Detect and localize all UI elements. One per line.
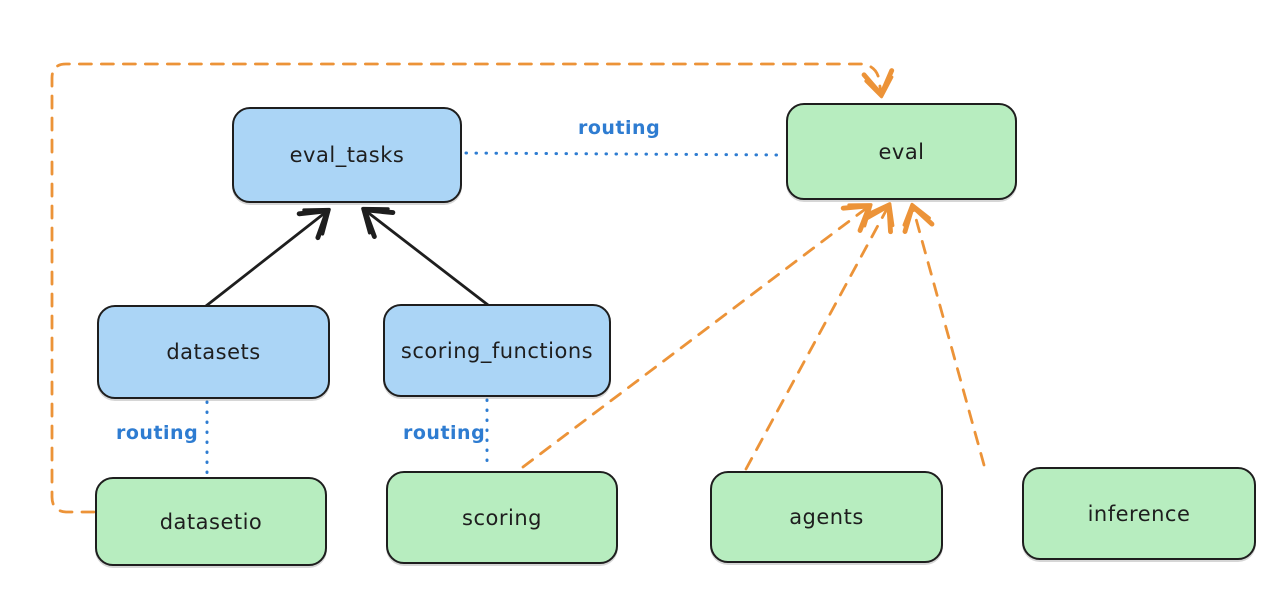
node-datasetio: datasetio xyxy=(95,477,327,566)
edge-scoring-functions-to-eval-tasks xyxy=(361,206,490,307)
node-eval: eval xyxy=(786,103,1017,200)
edge-inference-to-eval xyxy=(902,202,986,467)
node-scoring-functions: scoring_functions xyxy=(383,304,611,397)
edge-eval-tasks-to-eval-routing xyxy=(464,151,787,157)
node-inference: inference xyxy=(1022,467,1256,560)
node-scoring: scoring xyxy=(386,471,618,564)
edge-agents-to-eval xyxy=(744,202,895,471)
node-eval-tasks: eval_tasks xyxy=(232,107,462,203)
edge-label-routing-datasets-datasetio: routing xyxy=(116,422,199,444)
edge-label-routing-scoring-fns-scoring: routing xyxy=(403,422,486,444)
edge-label-routing-eval-tasks-eval: routing xyxy=(578,117,661,139)
node-datasets: datasets xyxy=(97,305,330,399)
node-agents: agents xyxy=(710,471,943,563)
edge-scoring-to-eval xyxy=(521,203,873,469)
edge-datasets-to-eval-tasks xyxy=(204,207,331,308)
edge-datasetio-to-eval xyxy=(50,62,895,514)
